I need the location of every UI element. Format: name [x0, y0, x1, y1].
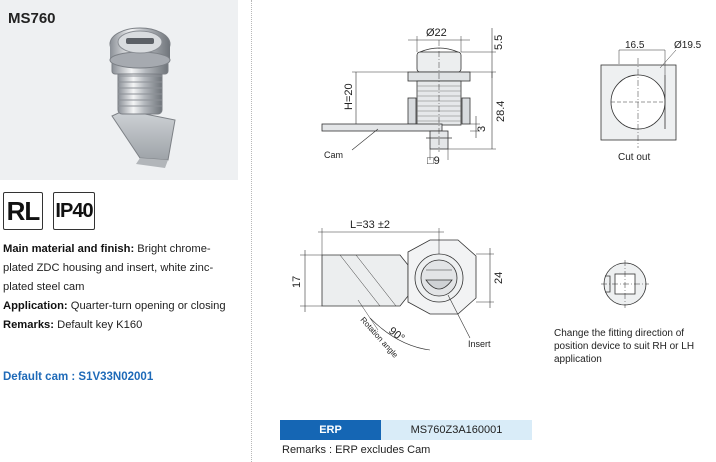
erp-code: MS760Z3A160001 — [381, 420, 532, 440]
fitting-direction-note: Change the fitting direction of position… — [554, 328, 695, 365]
dim-16-5: 16.5 — [625, 40, 645, 51]
ip-rating-badge: IP40 — [53, 192, 95, 230]
dim-dia19-5: Ø19.5 — [674, 40, 702, 51]
product-model-title: MS760 — [8, 10, 56, 27]
cam-callout: Cam — [324, 150, 343, 160]
dim-24: 24 — [493, 272, 505, 284]
dim-17: 17 — [291, 276, 303, 288]
dim-sq9: □9 — [427, 155, 440, 167]
spec-application-value: Quarter-turn opening or closing — [67, 300, 226, 312]
dim-3: 3 — [476, 126, 488, 132]
dim-l33: L=33 ±2 — [350, 219, 390, 231]
dim-dia22: Ø22 — [426, 27, 447, 39]
erp-header: ERP — [280, 420, 381, 440]
spec-remarks: Remarks: Default key K160 — [3, 316, 241, 335]
erp-table: ERP MS760Z3A160001 — [280, 420, 532, 440]
rl-badge: RL — [3, 192, 43, 230]
product-photo — [0, 0, 238, 180]
erp-remarks: Remarks : ERP excludes Cam — [282, 444, 431, 456]
technical-drawings: Ø22 5.5 H=20 28.4 3 □9 Cam L=33 ±2 17 24… — [291, 27, 702, 360]
default-cam-link[interactable]: Default cam : S1V33N02001 — [3, 371, 154, 383]
spec-material-value: Bright chrome-plated ZDC housing and ins… — [3, 243, 214, 293]
insert-callout: Insert — [468, 339, 491, 349]
spec-remarks-label: Remarks: — [3, 319, 54, 331]
spec-application-label: Application: — [3, 300, 68, 312]
spec-material: Main material and finish: Bright chrome-… — [3, 240, 241, 297]
cam-lock-photo — [109, 27, 176, 168]
dim-28-4: 28.4 — [495, 101, 507, 122]
dim-h20: H=20 — [343, 83, 355, 110]
spec-remarks-value: Default key K160 — [54, 319, 143, 331]
spec-list: Main material and finish: Bright chrome-… — [3, 240, 241, 335]
spec-material-label: Main material and finish: — [3, 243, 135, 255]
spec-application: Application: Quarter-turn opening or clo… — [3, 297, 241, 316]
cutout-caption: Cut out — [618, 152, 651, 163]
panel-divider — [251, 0, 252, 462]
dim-5-5: 5.5 — [493, 35, 505, 50]
